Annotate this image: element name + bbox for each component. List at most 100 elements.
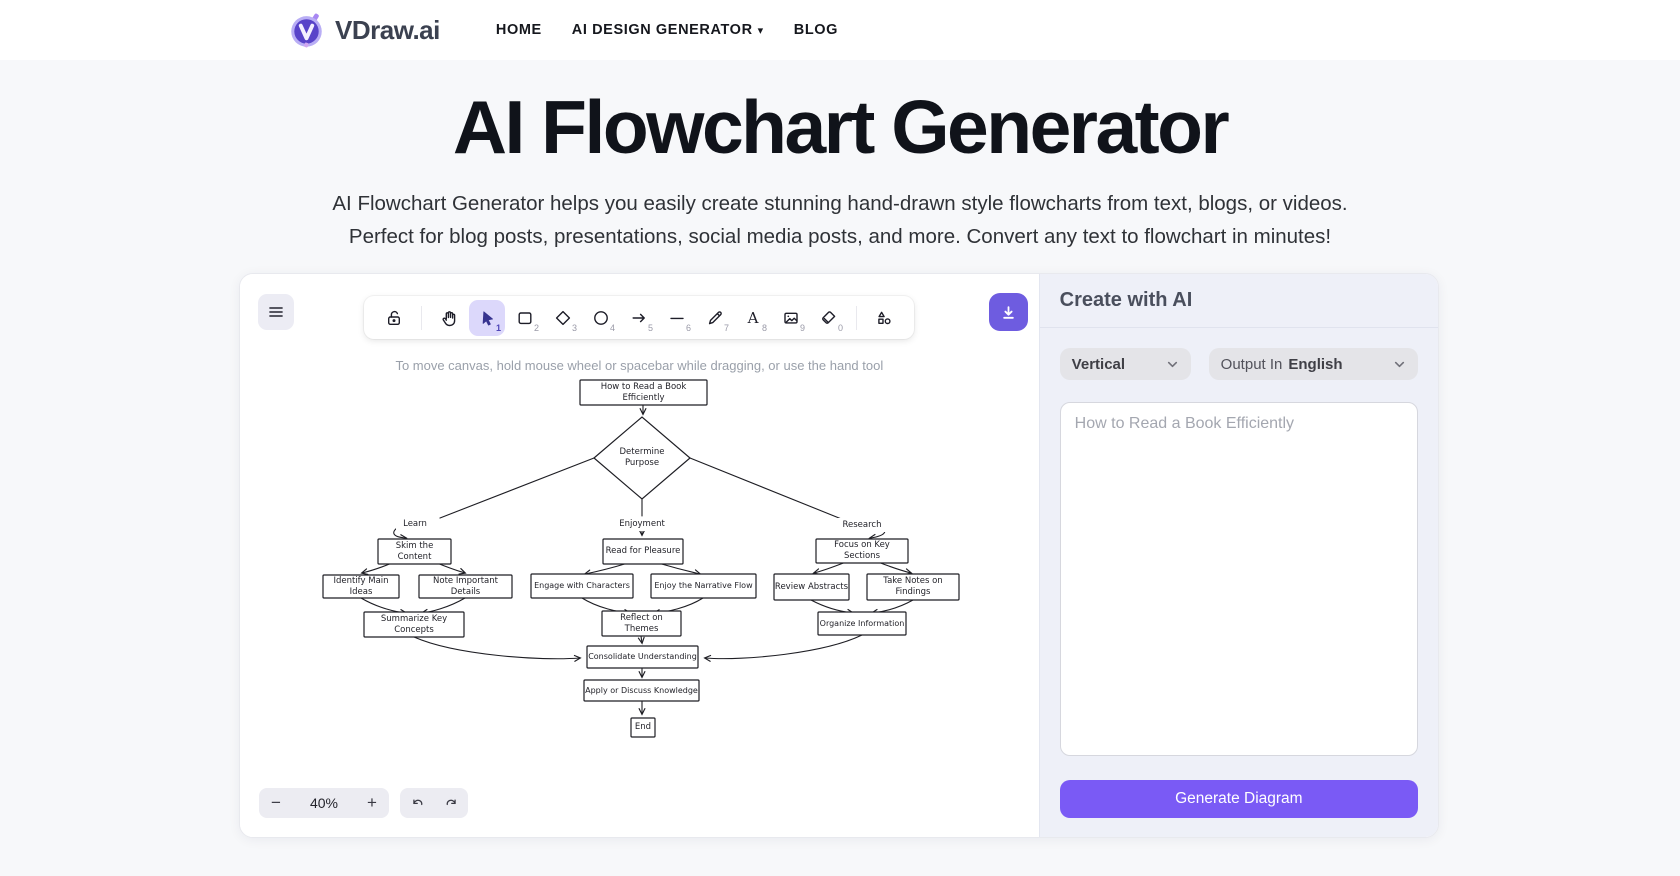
flowchart-edge-label: Research	[836, 518, 888, 532]
page-subtitle-line1: AI Flowchart Generator helps you easily …	[332, 191, 1348, 215]
nav-item-home[interactable]: HOME	[495, 22, 542, 38]
svg-text:A: A	[747, 309, 759, 327]
panel-controls: Vertical Output In English	[1040, 328, 1438, 380]
output-language-select[interactable]: Output In English	[1208, 348, 1418, 380]
download-icon	[999, 303, 1018, 322]
zoom-in-button[interactable]: +	[355, 788, 389, 818]
flowchart-node: Read for Pleasure	[605, 546, 681, 557]
line-icon	[667, 308, 687, 328]
flowchart-node: Note Important Details	[433, 575, 498, 597]
selection-cursor-icon	[477, 308, 497, 328]
page-subtitle-line2: Perfect for blog posts, presentations, s…	[348, 224, 1332, 248]
create-with-ai-panel: Create with AI Vertical Output In Englis…	[1038, 274, 1438, 837]
canvas-menu-button[interactable]	[258, 294, 294, 330]
flowchart-node: Determine Purpose	[619, 447, 665, 468]
direction-select[interactable]: Vertical	[1059, 348, 1191, 380]
chevron-down-icon	[1166, 358, 1179, 371]
flowchart: How to Read a Book Efficiently Determine…	[240, 274, 1039, 837]
tool-toolbar: 1 2 3 4	[364, 296, 914, 339]
undo-icon	[409, 795, 426, 812]
ellipse-icon	[591, 308, 611, 328]
toolbar-divider	[421, 305, 422, 330]
direction-select-value: Vertical	[1071, 355, 1126, 373]
tool-shortcut: 8	[761, 322, 767, 333]
prompt-input[interactable]	[1059, 402, 1418, 756]
tool-eraser[interactable]: 0	[811, 300, 847, 336]
flowchart-edge-label: Enjoyment	[616, 517, 668, 531]
flowchart-node: How to Read a Book Efficiently	[600, 381, 687, 403]
tool-shortcut: 7	[723, 322, 729, 333]
text-icon: A	[743, 308, 763, 328]
shapes-icon	[874, 308, 894, 328]
diamond-icon	[553, 308, 573, 328]
hand-icon	[439, 308, 459, 328]
history-controls	[400, 788, 468, 818]
tool-shortcut: 5	[647, 322, 653, 333]
nav-links: HOME AI DESIGN GENERATOR ▾ BLOG	[496, 22, 838, 38]
flowchart-node: End	[634, 722, 652, 733]
flowchart-node: Take Notes on Findings	[883, 576, 943, 597]
vdraw-logo-icon	[288, 12, 325, 49]
chevron-down-icon	[1393, 358, 1406, 371]
nav-item-blog[interactable]: BLOG	[793, 22, 839, 38]
nav-item-ai-design-generator[interactable]: AI DESIGN GENERATOR ▾	[572, 22, 764, 38]
toolbar-divider	[856, 305, 857, 330]
rectangle-icon	[515, 308, 535, 328]
hamburger-menu-icon	[267, 303, 285, 321]
image-icon	[781, 308, 801, 328]
tool-draw[interactable]: 7	[697, 300, 733, 336]
tool-shortcut: 2	[533, 322, 539, 333]
flowchart-node: Reflect on Themes	[620, 612, 663, 634]
output-language-value: English	[1288, 355, 1343, 373]
eraser-icon	[819, 308, 839, 328]
tool-diamond[interactable]: 3	[545, 300, 581, 336]
redo-button[interactable]	[436, 788, 466, 818]
brand-name: VDraw.ai	[335, 14, 440, 45]
tool-shortcut: 1	[495, 322, 501, 333]
flowchart-node: Review Abstracts	[774, 581, 849, 592]
flowchart-node: Consolidate Understanding	[588, 652, 697, 661]
panel-title: Create with AI	[1039, 274, 1438, 328]
flowchart-edge-label: Learn	[396, 517, 434, 531]
drawing-canvas[interactable]: 1 2 3 4	[240, 274, 1039, 837]
zoom-controls: − 40% +	[259, 788, 389, 818]
tool-shortcut: 4	[609, 322, 615, 333]
flowchart-node: Identify Main Ideas	[333, 575, 389, 597]
tool-image[interactable]: 9	[773, 300, 809, 336]
tool-shortcut: 6	[685, 322, 691, 333]
output-label: Output In	[1220, 355, 1283, 373]
flowchart-node: Organize Information	[819, 618, 905, 628]
flowchart-node: Apply or Discuss Knowledge	[585, 685, 698, 695]
generate-diagram-button[interactable]: Generate Diagram	[1059, 780, 1418, 818]
tool-ellipse[interactable]: 4	[583, 300, 619, 336]
flowchart-node: Focus on Key Sections	[834, 540, 890, 561]
undo-button[interactable]	[402, 788, 432, 818]
arrow-icon	[629, 308, 649, 328]
flowchart-node: Summarize Key Concepts	[380, 613, 448, 635]
tool-shortcut: 3	[571, 322, 577, 333]
tool-more-shapes[interactable]	[866, 300, 902, 336]
tool-arrow[interactable]: 5	[621, 300, 657, 336]
editor-card: 1 2 3 4	[239, 273, 1439, 838]
zoom-level[interactable]: 40%	[309, 795, 339, 811]
caret-down-icon: ▾	[757, 24, 764, 37]
brand[interactable]: VDraw.ai	[288, 12, 440, 49]
redo-icon	[443, 795, 460, 812]
tool-text[interactable]: A 8	[735, 300, 771, 336]
tool-rectangle[interactable]: 2	[507, 300, 543, 336]
flowchart-node: Enjoy the Narrative Flow	[654, 581, 753, 590]
export-download-button[interactable]	[989, 293, 1028, 331]
tool-selection[interactable]: 1	[469, 299, 505, 336]
page-title: AI Flowchart Generator	[452, 85, 1230, 169]
canvas-hint: To move canvas, hold mouse wheel or spac…	[395, 358, 884, 373]
zoom-out-button[interactable]: −	[259, 788, 293, 818]
tool-lock[interactable]	[376, 300, 412, 336]
tool-shortcut: 0	[837, 322, 843, 333]
tool-shortcut: 9	[799, 322, 805, 333]
hero: AI Flowchart Generator AI Flowchart Gene…	[0, 88, 1680, 252]
lock-open-icon	[384, 308, 404, 328]
tool-line[interactable]: 6	[659, 300, 695, 336]
pencil-icon	[705, 308, 725, 328]
tool-hand[interactable]	[431, 300, 467, 336]
nav-item-label: AI DESIGN GENERATOR	[571, 22, 753, 38]
